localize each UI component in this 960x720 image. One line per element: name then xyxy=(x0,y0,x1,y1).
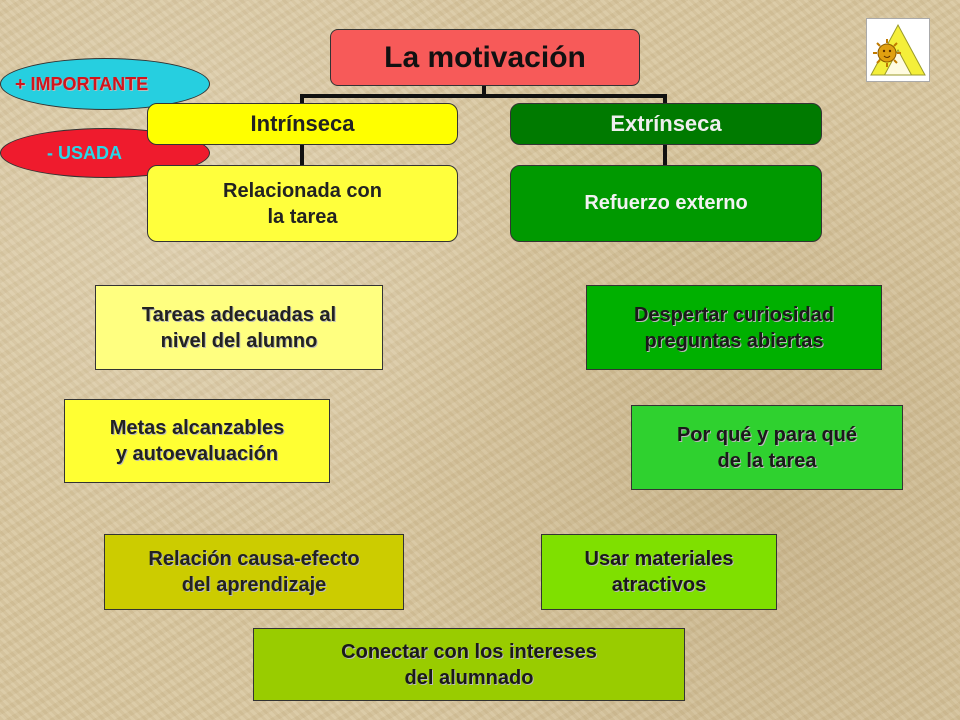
item-line2: del aprendizaje xyxy=(181,574,327,596)
item-line2: atractivos xyxy=(611,574,707,596)
connector-intrinseca-sub xyxy=(300,145,304,165)
item-line1: Despertar curiosidad xyxy=(633,303,835,326)
item-por-que-para-que: Por qué y para qué de la tarea xyxy=(631,405,903,490)
item-line1: Tareas adecuadas al xyxy=(141,303,337,326)
item-tareas-adecuadas: Tareas adecuadas al nivel del alumno xyxy=(95,285,383,370)
branch-extrinseca: Extrínseca xyxy=(510,103,822,145)
branch-intrinseca: Intrínseca xyxy=(147,103,458,145)
item-line1: Usar materiales xyxy=(584,548,734,570)
item-relacion-causa-efecto: Relación causa-efecto del aprendizaje xyxy=(104,534,404,610)
item-line2: del alumnado xyxy=(404,666,534,689)
intrinseca-sub-box: Relacionada con la tarea xyxy=(147,165,458,242)
page-title: La motivación xyxy=(384,40,586,74)
item-conectar-intereses: Conectar con los intereses del alumnado xyxy=(253,628,685,701)
extrinseca-sub-label: Refuerzo externo xyxy=(584,192,748,214)
item-line1: Conectar con los intereses xyxy=(341,640,597,663)
intrinseca-sub-line1: Relacionada con xyxy=(223,179,382,202)
connector-left-down xyxy=(300,94,304,104)
connector-title-down xyxy=(482,86,486,96)
extrinseca-sub-box: Refuerzo externo xyxy=(510,165,822,242)
item-usar-materiales: Usar materiales atractivos xyxy=(541,534,777,610)
item-line1: Metas alcanzables xyxy=(109,417,285,439)
connector-horizontal xyxy=(300,94,667,98)
item-metas-alcanzables: Metas alcanzables y autoevaluación xyxy=(64,399,330,483)
item-line1: Relación causa-efecto xyxy=(148,548,360,570)
connector-extrinseca-sub xyxy=(663,145,667,165)
badge-usada-label: - USADA xyxy=(47,142,122,163)
item-line2: y autoevaluación xyxy=(115,443,279,465)
intrinseca-sub-line2: la tarea xyxy=(267,205,338,228)
branch-intrinseca-label: Intrínseca xyxy=(250,111,355,136)
item-despertar-curiosidad: Despertar curiosidad preguntas abiertas xyxy=(586,285,882,370)
title-box: La motivación xyxy=(330,29,640,86)
logo xyxy=(866,18,930,82)
badge-importante-label: + IMPORTANTE xyxy=(15,73,149,94)
item-line2: preguntas abiertas xyxy=(644,329,824,352)
badge-importante: + IMPORTANTE xyxy=(0,58,210,110)
branch-extrinseca-label: Extrínseca xyxy=(610,111,722,136)
item-line2: de la tarea xyxy=(717,449,817,472)
connector-right-down xyxy=(663,94,667,104)
item-line1: Por qué y para qué xyxy=(676,423,858,446)
item-line2: nivel del alumno xyxy=(160,329,318,352)
sun-triangle-logo-icon xyxy=(870,23,926,76)
